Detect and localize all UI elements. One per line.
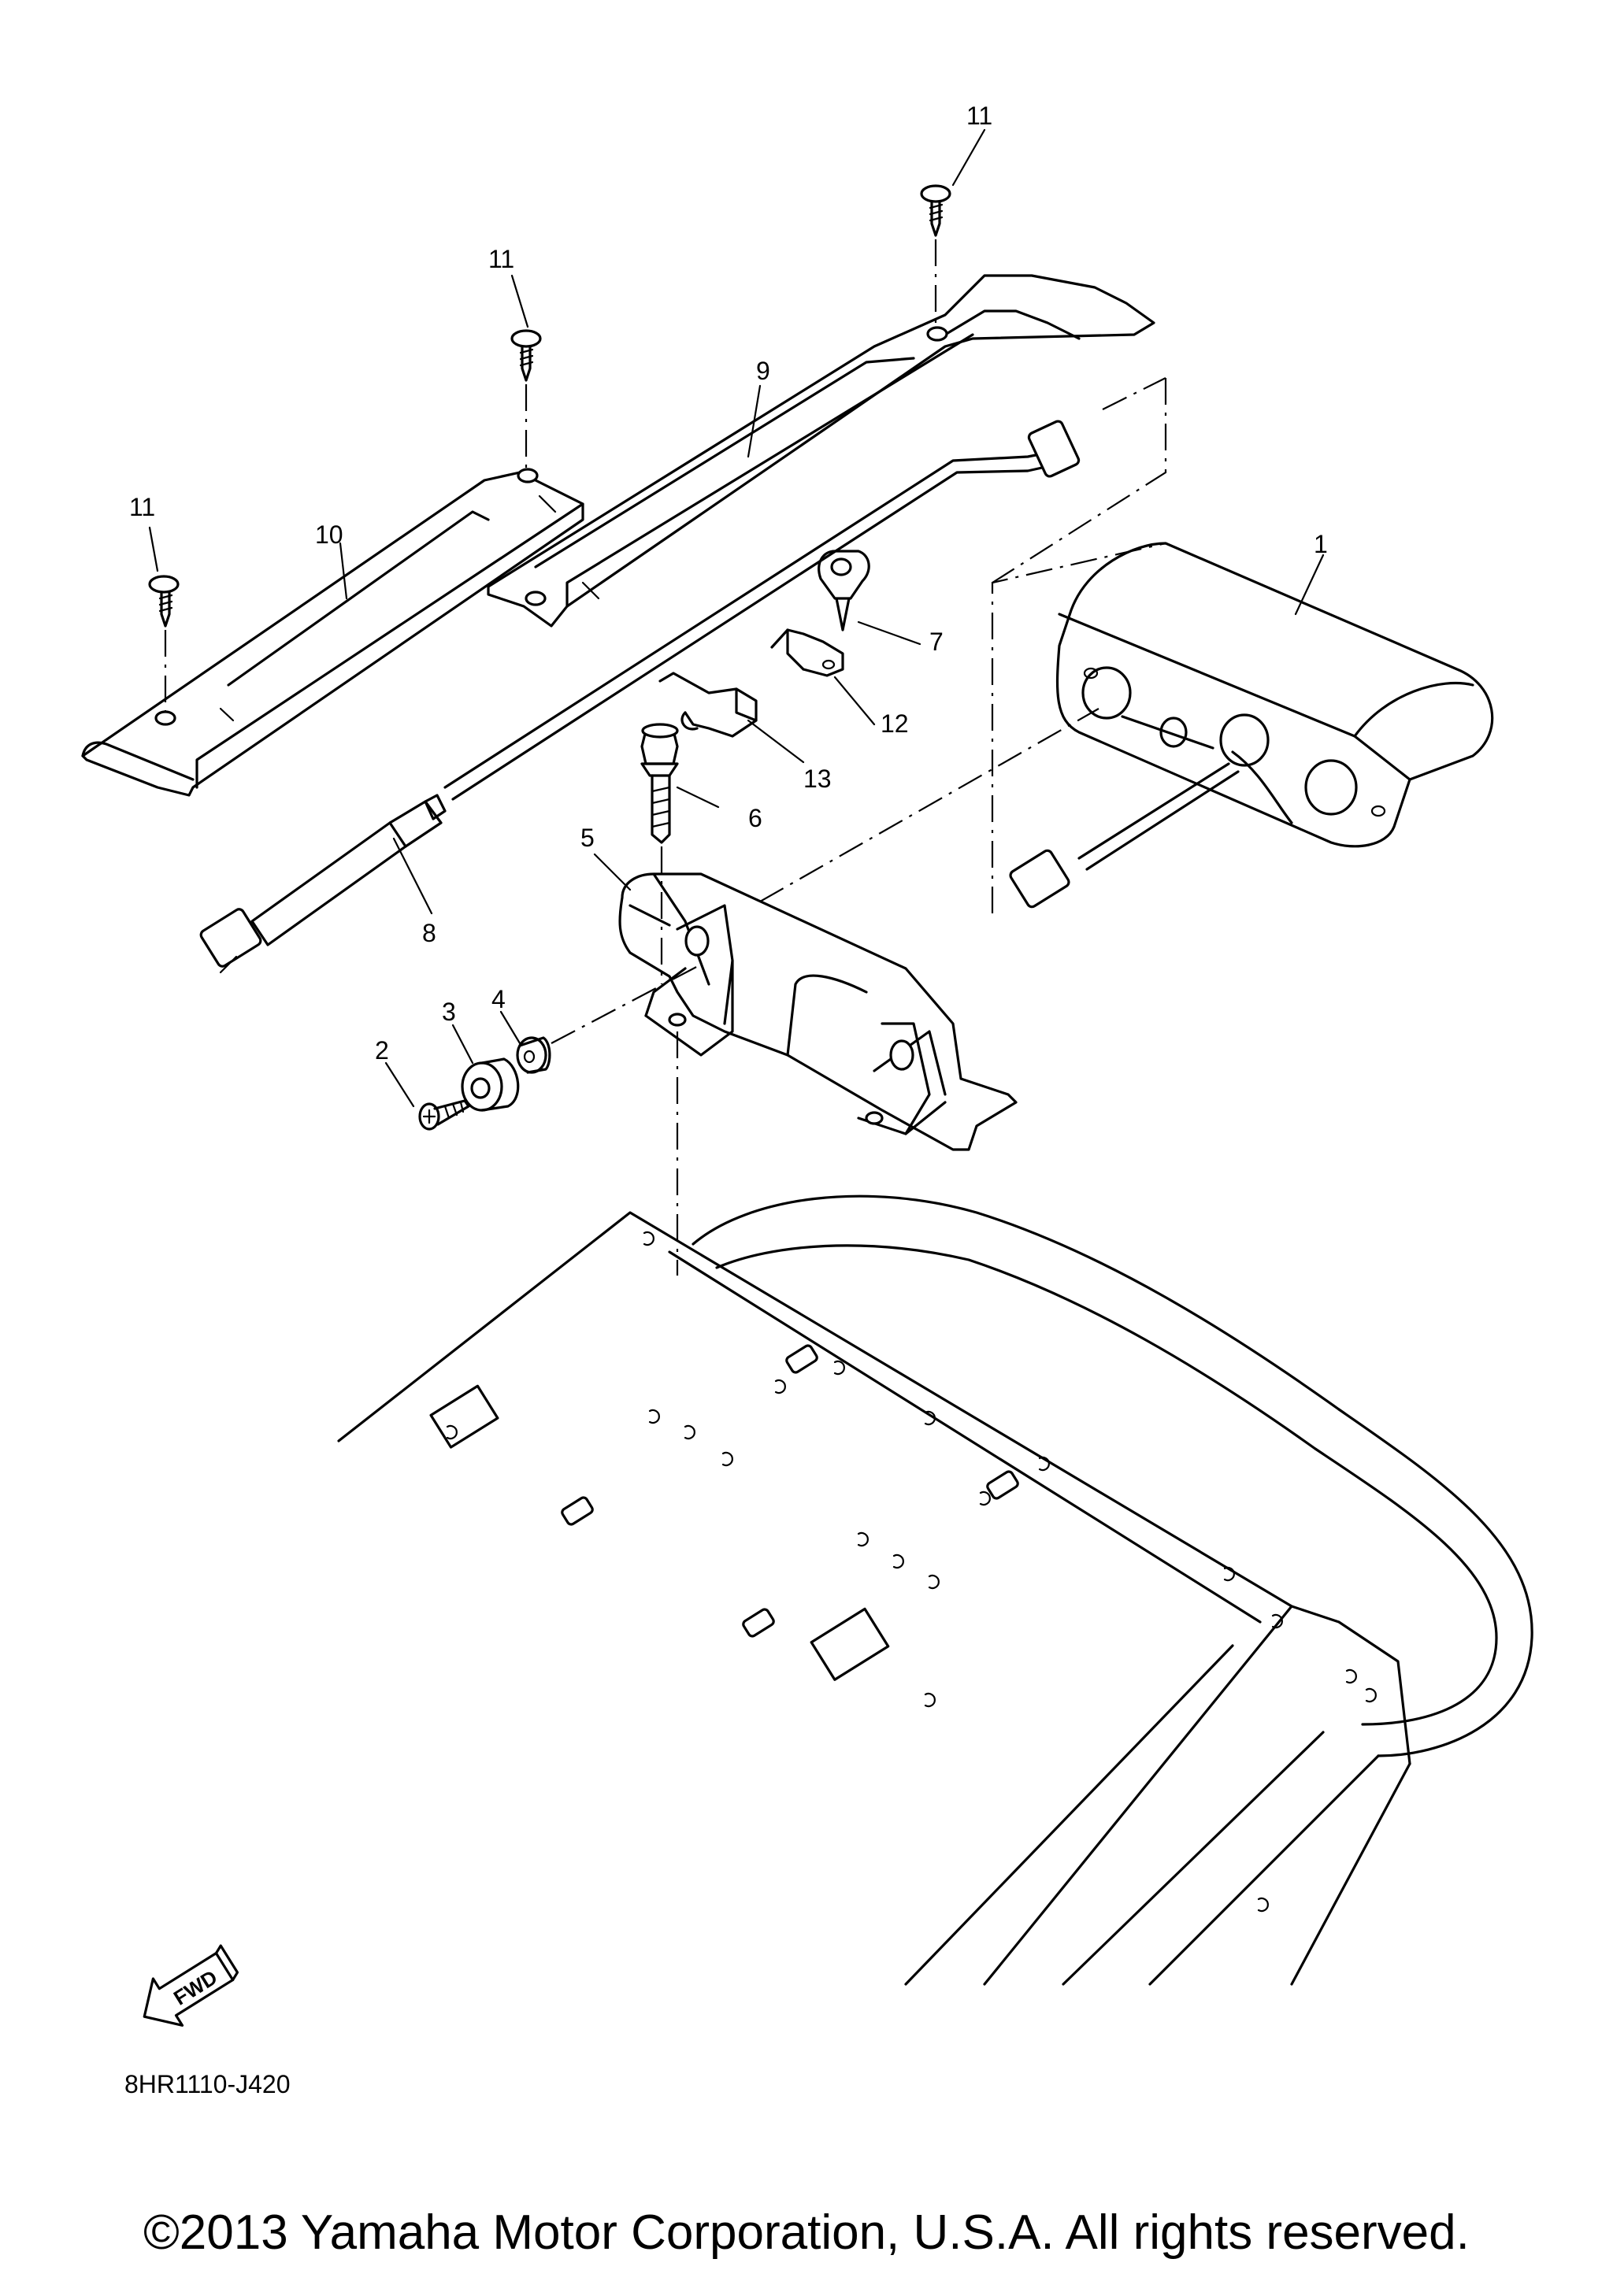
bracket-part-13	[658, 672, 758, 738]
bolt-part-6	[640, 723, 679, 844]
taillight-part-1	[991, 377, 1494, 913]
diagram-code: 8HR1110-J420	[124, 2070, 291, 2098]
seat-rail-right-part-9	[487, 274, 1155, 628]
callout-12: 12	[881, 709, 909, 738]
collar-part-4	[516, 1036, 551, 1074]
screw-part-11-right	[920, 184, 951, 327]
callout-13: 13	[803, 765, 832, 793]
callout-4: 4	[491, 985, 506, 1013]
taillight-bracket-part-5	[618, 846, 1018, 1276]
callout-9: 9	[756, 357, 770, 385]
grommet-part-3	[461, 1057, 520, 1112]
leader-lines	[148, 128, 1325, 1108]
seat-rail-left-part-10	[81, 468, 584, 797]
callout-11-right: 11	[966, 102, 992, 130]
screw-part-11-left	[148, 575, 180, 713]
fwd-arrow-icon: FWD	[143, 1944, 239, 2027]
screw-part-11-middle	[510, 329, 542, 472]
alignment-line	[759, 708, 1099, 902]
callout-8: 8	[422, 919, 436, 947]
callout-labels: 1 2 3 4 5 6 7 8 9 10 11 11 11 12 13	[129, 102, 1328, 1065]
seat-base-plate	[337, 1194, 1533, 1986]
callout-11-left: 11	[129, 493, 155, 521]
callout-7: 7	[929, 628, 944, 656]
callout-6: 6	[748, 804, 762, 832]
copyright-notice: ©2013 Yamaha Motor Corporation, U.S.A. A…	[143, 2205, 1470, 2260]
callout-1: 1	[1314, 530, 1328, 558]
wire-harness-part-8	[199, 420, 1081, 974]
callout-11-middle: 11	[488, 245, 514, 273]
clamp-part-12	[770, 628, 844, 677]
clip-part-7	[818, 550, 870, 631]
callout-2: 2	[375, 1036, 389, 1065]
callout-5: 5	[580, 824, 595, 852]
callout-3: 3	[442, 998, 456, 1026]
callout-10: 10	[315, 520, 343, 549]
screw-part-2	[418, 964, 702, 1131]
